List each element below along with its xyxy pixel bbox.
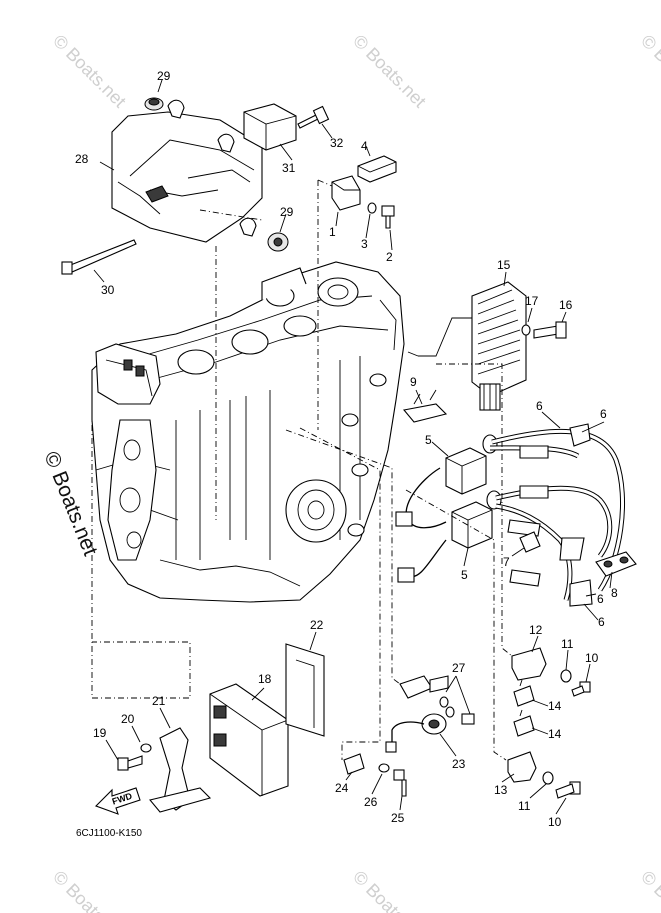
callout-23: 23 xyxy=(452,757,466,771)
bolt-25 xyxy=(393,769,407,797)
washer-11-lower xyxy=(542,771,554,785)
callout-18: 18 xyxy=(258,672,272,686)
callout-14-lower: 14 xyxy=(548,727,562,741)
bracket-13 xyxy=(507,751,537,783)
callout-20: 20 xyxy=(121,712,135,726)
callout-3: 3 xyxy=(361,237,368,251)
callout-11-upper: 11 xyxy=(561,637,574,651)
callout-6-b: 6 xyxy=(600,407,607,421)
sensor-4 xyxy=(357,155,397,183)
callout-8: 8 xyxy=(611,586,618,600)
watermark-top-left: © Boats.net xyxy=(49,31,130,112)
callout-25: 25 xyxy=(391,811,405,825)
bolt-2 xyxy=(381,205,395,229)
washer-26 xyxy=(378,763,390,773)
cable-tie-30 xyxy=(61,239,137,275)
holder-9 xyxy=(402,389,448,423)
top-cover-28 xyxy=(111,97,289,252)
plug-wires-6 xyxy=(489,423,626,607)
bracket-31 xyxy=(243,103,297,151)
callout-24: 24 xyxy=(335,781,349,795)
callout-12: 12 xyxy=(529,623,543,637)
washer-17 xyxy=(521,324,531,336)
wire-harness xyxy=(395,467,447,583)
bracket-22 xyxy=(285,643,325,737)
callout-16: 16 xyxy=(559,298,573,312)
callout-10-lower: 10 xyxy=(548,815,562,829)
bracket-12 xyxy=(511,647,547,681)
bracket-24 xyxy=(343,753,365,775)
washers-27 xyxy=(439,696,455,718)
callout-6-c: 6 xyxy=(597,592,604,606)
callout-30: 30 xyxy=(101,283,115,297)
bracket-21 xyxy=(149,727,212,813)
fwd-arrow: FWD xyxy=(95,787,141,815)
bolt-27 xyxy=(461,713,475,725)
diagram-code: 6CJ1100-K150 xyxy=(76,828,142,839)
washer-3 xyxy=(367,202,377,214)
callout-27: 27 xyxy=(452,661,466,675)
callout-2: 2 xyxy=(386,250,393,264)
leader-lines xyxy=(91,79,613,815)
callout-26: 26 xyxy=(364,795,378,809)
bolt-32 xyxy=(297,105,330,129)
washer-11-upper xyxy=(560,669,572,683)
callout-7: 7 xyxy=(503,555,510,569)
watermark-bottom-center: © Boats.net xyxy=(349,867,430,913)
bolt-16 xyxy=(533,321,567,339)
rectifier-15 xyxy=(471,281,527,411)
callout-14-upper: 14 xyxy=(548,699,562,713)
watermark-center-left: © Boats.net xyxy=(39,448,102,559)
ignition-coil-5-lower xyxy=(451,490,502,549)
sensor-23 xyxy=(385,713,447,753)
callout-32: 32 xyxy=(330,136,344,150)
callout-19: 19 xyxy=(93,726,107,740)
bolt-19 xyxy=(117,755,143,771)
callout-1: 1 xyxy=(329,225,336,239)
callout-5-lower: 5 xyxy=(461,568,468,582)
callout-9: 9 xyxy=(410,375,417,389)
callout-6-a: 6 xyxy=(536,399,543,413)
callout-5-upper: 5 xyxy=(425,433,432,447)
sensor-27 xyxy=(399,675,449,699)
callout-labels: 29 28 29 30 31 32 4 1 3 2 15 17 16 9 6 6… xyxy=(75,69,618,839)
clip-14-lower xyxy=(513,709,535,737)
watermark-top-right: © Boats.net xyxy=(637,31,661,112)
callout-6-d: 6 xyxy=(598,615,605,629)
plug-cap-holder-8 xyxy=(595,551,637,577)
callout-15: 15 xyxy=(497,258,511,272)
bolt-10-lower xyxy=(555,781,581,799)
bolt-10-upper xyxy=(571,681,591,697)
ecu-18 xyxy=(209,683,289,797)
watermark-top-center: © Boats.net xyxy=(349,31,430,112)
callout-13: 13 xyxy=(494,783,508,797)
callout-21: 21 xyxy=(152,694,166,708)
callout-22: 22 xyxy=(310,618,324,632)
callout-17: 17 xyxy=(525,294,539,308)
callout-28: 28 xyxy=(75,152,89,166)
watermark-bottom-right: © Boats.net xyxy=(637,867,661,913)
washer-20 xyxy=(140,743,152,753)
watermark-bottom-left: © Boats.net xyxy=(49,867,130,913)
callout-4: 4 xyxy=(361,139,368,153)
callout-10-upper: 10 xyxy=(585,651,599,665)
callout-29-right: 29 xyxy=(280,205,294,219)
callout-31: 31 xyxy=(282,161,296,175)
callout-29-top: 29 xyxy=(157,69,171,83)
ignition-coil-5-upper xyxy=(445,434,498,495)
engine-block xyxy=(91,261,405,603)
clip-14-upper xyxy=(513,679,535,707)
bracket-1 xyxy=(331,175,361,211)
callout-11-lower: 11 xyxy=(518,799,531,813)
clip-7 xyxy=(519,531,541,553)
